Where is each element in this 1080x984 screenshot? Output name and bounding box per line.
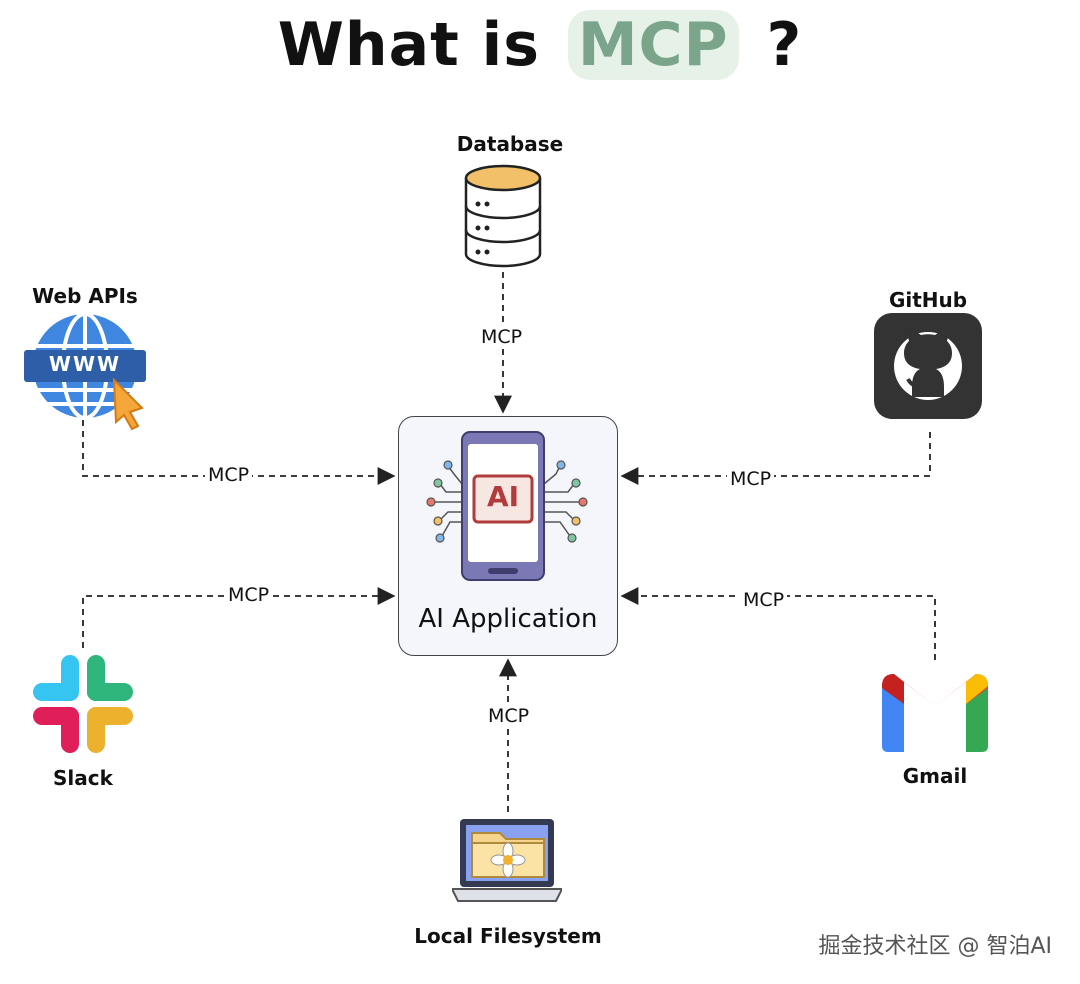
title-prefix: What is (277, 10, 540, 80)
slack-label: Slack (53, 766, 113, 790)
edge-web-apis (82, 420, 396, 485)
database-icon (464, 164, 542, 268)
slack-icon (33, 655, 133, 753)
mcp-label-database: MCP (478, 326, 526, 348)
ai-phone-icon (426, 431, 588, 581)
mcp-label-github: MCP (727, 468, 775, 490)
web-apis-label: Web APIs (32, 284, 138, 308)
mcp-label-filesystem: MCP (485, 705, 533, 727)
laptop-folder-icon (452, 819, 562, 902)
mcp-label-web-apis: MCP (205, 464, 253, 486)
ai-badge: AI (486, 480, 520, 513)
gmail-label: Gmail (902, 764, 968, 788)
edge-github (620, 432, 931, 485)
mcp-label-gmail: MCP (740, 589, 788, 611)
title-highlight: MCP (567, 10, 739, 80)
watermark: 掘金技术社区 @ 智泊AI (818, 934, 1052, 959)
github-label: GitHub (888, 288, 968, 312)
github-icon (874, 313, 982, 419)
page-title: What is MCP ? (0, 10, 1080, 80)
mcp-label-slack: MCP (225, 584, 273, 606)
ai-application-label: AI Application (418, 604, 598, 634)
edge-slack (82, 587, 396, 648)
www-text: WWW (48, 352, 122, 376)
globe-icon (24, 312, 146, 431)
database-label: Database (456, 132, 564, 156)
gmail-icon (882, 674, 988, 752)
local-filesystem-label: Local Filesystem (414, 924, 602, 948)
title-suffix: ? (766, 10, 803, 80)
